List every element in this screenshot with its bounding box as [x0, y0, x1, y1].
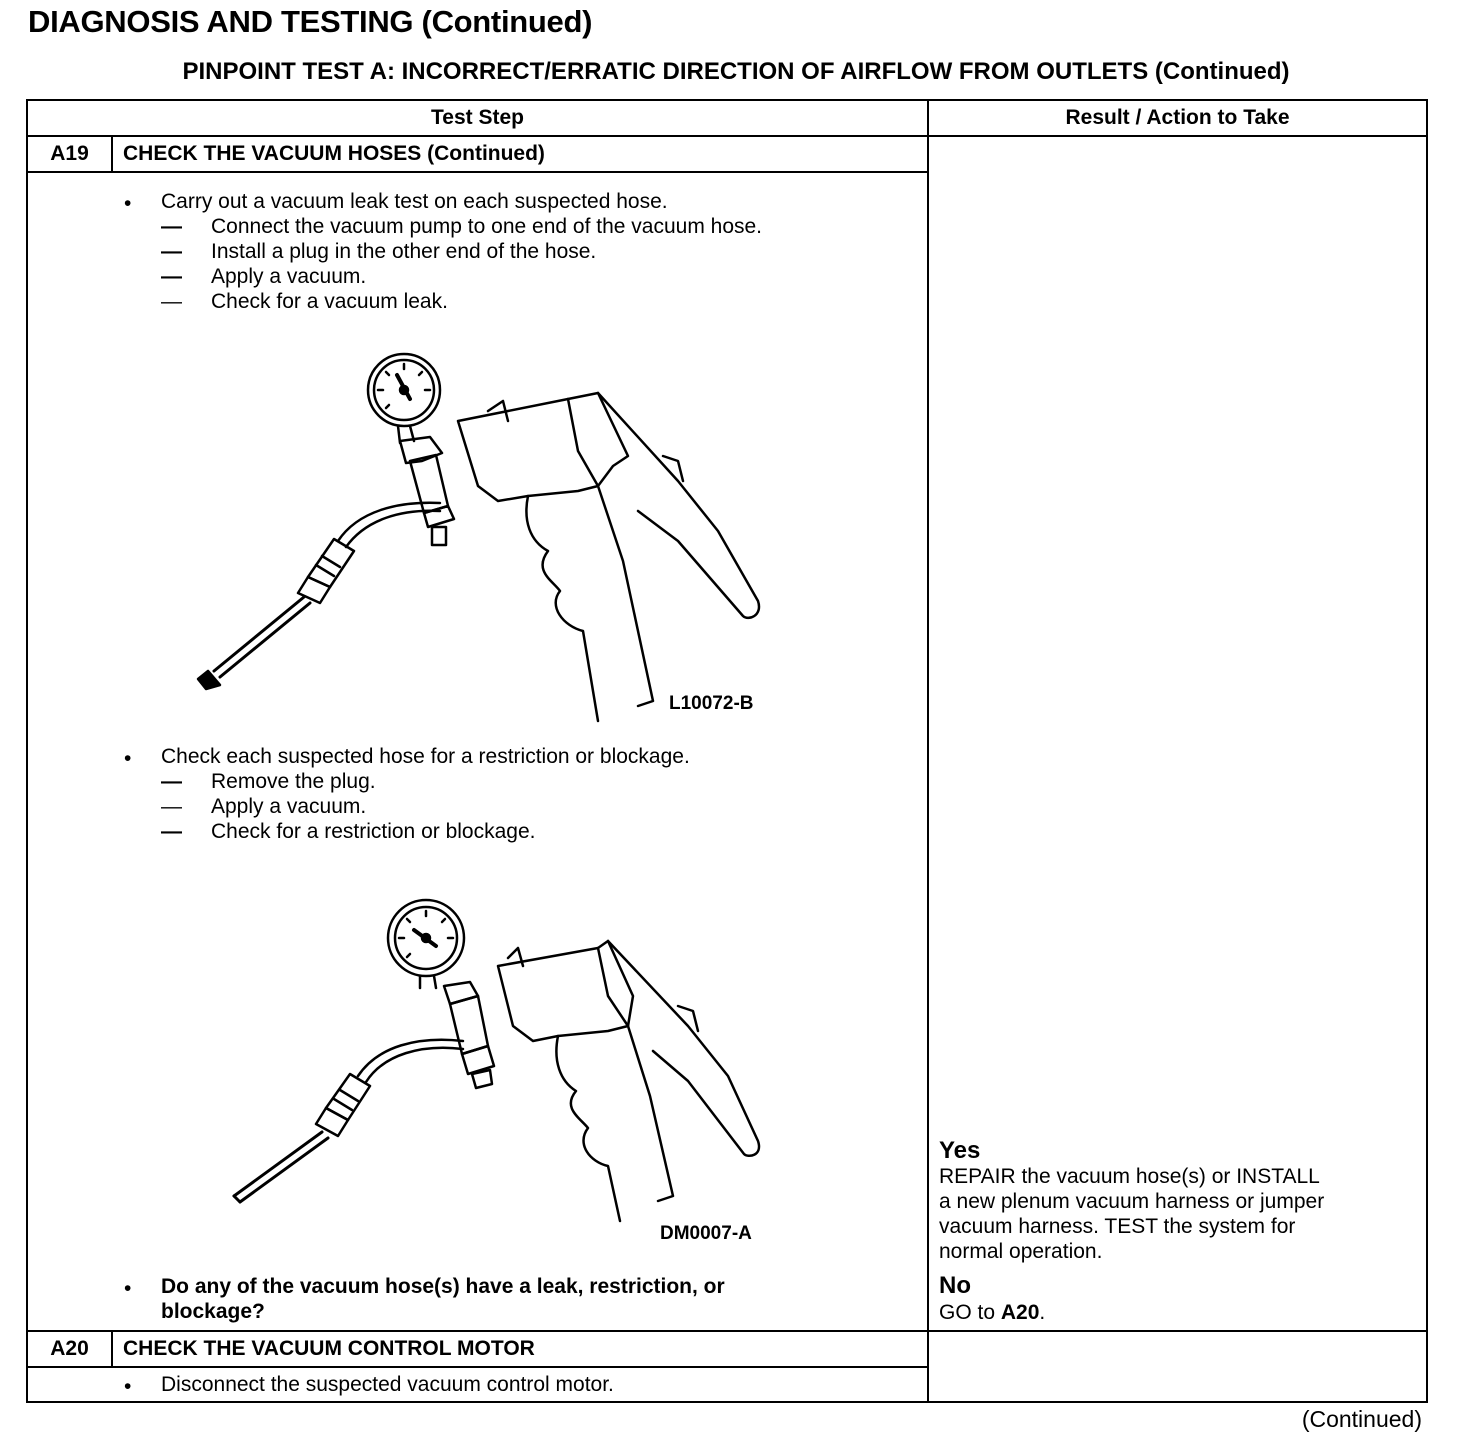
- figure1-code: L10072-B: [669, 693, 754, 714]
- a19-step2-dash-1: —: [161, 770, 182, 793]
- a19-step2-dash-2: —: [161, 795, 182, 818]
- a20-step1-text: Disconnect the suspected vacuum control …: [161, 1373, 614, 1396]
- a19-step2-text: Check each suspected hose for a restrict…: [161, 745, 690, 768]
- a20-title-rule: [28, 1366, 928, 1368]
- a19-step1-bullet: •: [124, 192, 132, 215]
- a19-step1-sub-4: Check for a vacuum leak.: [211, 290, 448, 313]
- a19-question-line-1: Do any of the vacuum hose(s) have a leak…: [161, 1275, 725, 1298]
- a19-step1-dash-3: —: [161, 265, 182, 288]
- column-divider: [927, 101, 929, 1401]
- a19-result-yes-line-1: REPAIR the vacuum hose(s) or INSTALL: [939, 1165, 1320, 1188]
- a19-step2-sub-2: Apply a vacuum.: [211, 795, 367, 818]
- a19-result-yes-line-3: vacuum harness. TEST the system for: [939, 1215, 1296, 1238]
- a19-question-line-2: blockage?: [161, 1300, 265, 1323]
- a19-result-yes-label: Yes: [939, 1137, 981, 1164]
- a20-step-title: CHECK THE VACUUM CONTROL MOTOR: [123, 1337, 535, 1360]
- no-target: A20: [1000, 1301, 1040, 1324]
- header-result-action: Result / Action to Take: [1065, 106, 1290, 129]
- header-test-step: Test Step: [431, 106, 524, 129]
- page-subheading: PINPOINT TEST A: INCORRECT/ERRATIC DIREC…: [182, 58, 1290, 85]
- a19-id-divider: [111, 135, 113, 171]
- a19-result-yes-line-2: a new plenum vacuum harness or jumper: [939, 1190, 1325, 1213]
- a20-step1-bullet: •: [124, 1375, 132, 1398]
- a19-step1-dash-2: —: [161, 240, 182, 263]
- a19-title-rule: [28, 171, 928, 173]
- a19-step2-sub-3: Check for a restriction or blockage.: [211, 820, 536, 843]
- figure2-code: DM0007-A: [660, 1223, 752, 1244]
- a19-step1-sub-3: Apply a vacuum.: [211, 265, 367, 288]
- a19-result-no-line: GO to A20.: [939, 1300, 1045, 1325]
- a19-step2-dash-3: —: [161, 820, 182, 843]
- a19-question-bullet: •: [124, 1277, 132, 1300]
- a20-id-divider: [111, 1330, 113, 1366]
- no-suffix: .: [1039, 1301, 1046, 1324]
- a19-result-no-label: No: [939, 1272, 971, 1299]
- header-row-rule: [28, 135, 1426, 137]
- pinpoint-table: Test Step Result / Action to Take A19 CH…: [26, 99, 1428, 1403]
- no-prefix: GO to: [939, 1301, 1001, 1324]
- page-footer: (Continued): [1301, 1406, 1422, 1432]
- a19-step2-sub-1: Remove the plug.: [211, 770, 376, 793]
- vacuum-pump-with-open-hose-icon: [232, 898, 761, 1223]
- a19-result-yes-line-4: normal operation.: [939, 1240, 1103, 1263]
- page-heading: DIAGNOSIS AND TESTING (Continued): [28, 4, 593, 39]
- a19-step-title: CHECK THE VACUUM HOSES (Continued): [123, 142, 545, 165]
- a19-step1-dash-4: —: [161, 290, 182, 313]
- a19-step1-dash-1: —: [161, 215, 182, 238]
- a19-step1-sub-1: Connect the vacuum pump to one end of th…: [211, 215, 763, 238]
- a19-step-id: A19: [50, 142, 89, 165]
- a20-row-rule: [28, 1330, 1426, 1332]
- a19-step2-bullet: •: [124, 747, 132, 770]
- a20-step-id: A20: [50, 1337, 89, 1360]
- a19-step1-text: Carry out a vacuum leak test on each sus…: [161, 190, 668, 213]
- a19-step1-sub-2: Install a plug in the other end of the h…: [211, 240, 597, 263]
- vacuum-pump-with-plugged-hose-icon: [196, 352, 761, 723]
